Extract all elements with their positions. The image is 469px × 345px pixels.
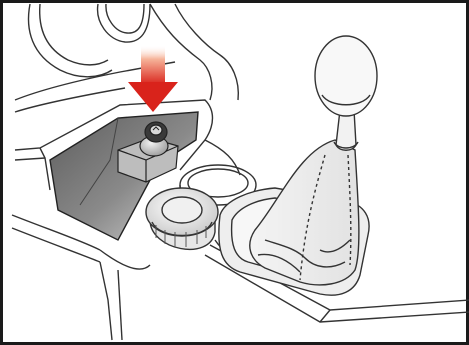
figure	[0, 0, 469, 345]
console-illustration	[0, 0, 469, 345]
